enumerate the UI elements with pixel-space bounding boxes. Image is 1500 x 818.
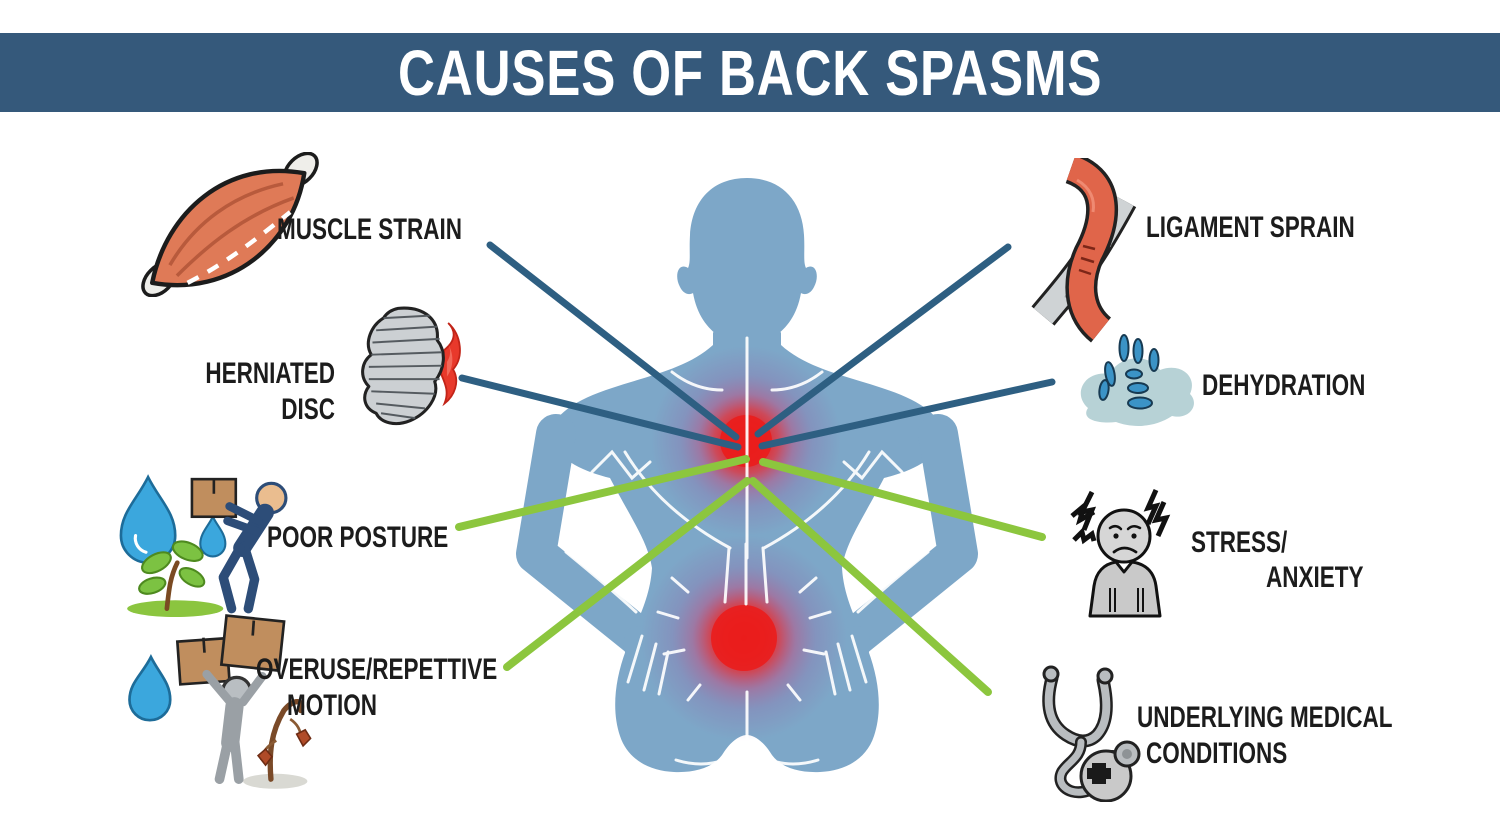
connector-stress <box>759 458 1046 541</box>
stethoscope-icon <box>1042 665 1141 802</box>
label-line: DISC <box>281 393 335 426</box>
person-lifting-box-icon <box>119 474 288 617</box>
connector-poor-posture <box>455 455 750 531</box>
connector-ligament-sprain <box>754 243 1012 438</box>
crossed-ligament-icon <box>1031 158 1137 343</box>
label-poor-posture: POOR POSTURE <box>267 521 449 554</box>
label-dehydration: DEHYDRATION <box>1202 369 1366 402</box>
spinal-disc-icon <box>361 306 461 426</box>
connector-underlying <box>749 477 992 696</box>
connector-dehydration <box>758 378 1056 450</box>
label-underlying-line2: CONDITIONS <box>1146 737 1288 770</box>
label-muscle-strain: MUSCLE STRAIN <box>277 213 463 246</box>
anatomy-lines <box>564 336 930 768</box>
person-carrying-boxes-icon <box>128 614 312 789</box>
label-overuse-line2: MOTION <box>287 689 377 722</box>
head-silhouette <box>677 178 817 343</box>
stressed-person-icon <box>1070 488 1171 618</box>
neck <box>714 295 780 343</box>
muscle-icon <box>141 152 319 297</box>
lower-pain-core <box>711 605 777 671</box>
label-line: HERNIATED <box>205 357 335 390</box>
connector-herniated-disc <box>458 374 742 451</box>
label-underlying-line1: UNDERLYING MEDICAL <box>1137 701 1393 734</box>
header-bar: CAUSES OF BACK SPASMS <box>0 33 1500 112</box>
label-stress: STRESS/ <box>1191 526 1288 559</box>
connector-muscle-strain <box>486 241 740 441</box>
label-overuse-line1: OVERUSE/REPETTIVE <box>256 653 498 686</box>
right-arm-silhouette <box>834 414 978 658</box>
label-herniated-disc: HERNIATED DISC <box>200 356 335 428</box>
label-anxiety: ANXIETY <box>1266 561 1364 594</box>
label-ligament-sprain: LIGAMENT SPRAIN <box>1146 211 1355 244</box>
connector-overuse <box>503 477 751 671</box>
left-arm-silhouette <box>516 414 660 658</box>
page-title: CAUSES OF BACK SPASMS <box>397 36 1103 109</box>
dry-sponge-droplets-icon <box>1080 334 1194 426</box>
